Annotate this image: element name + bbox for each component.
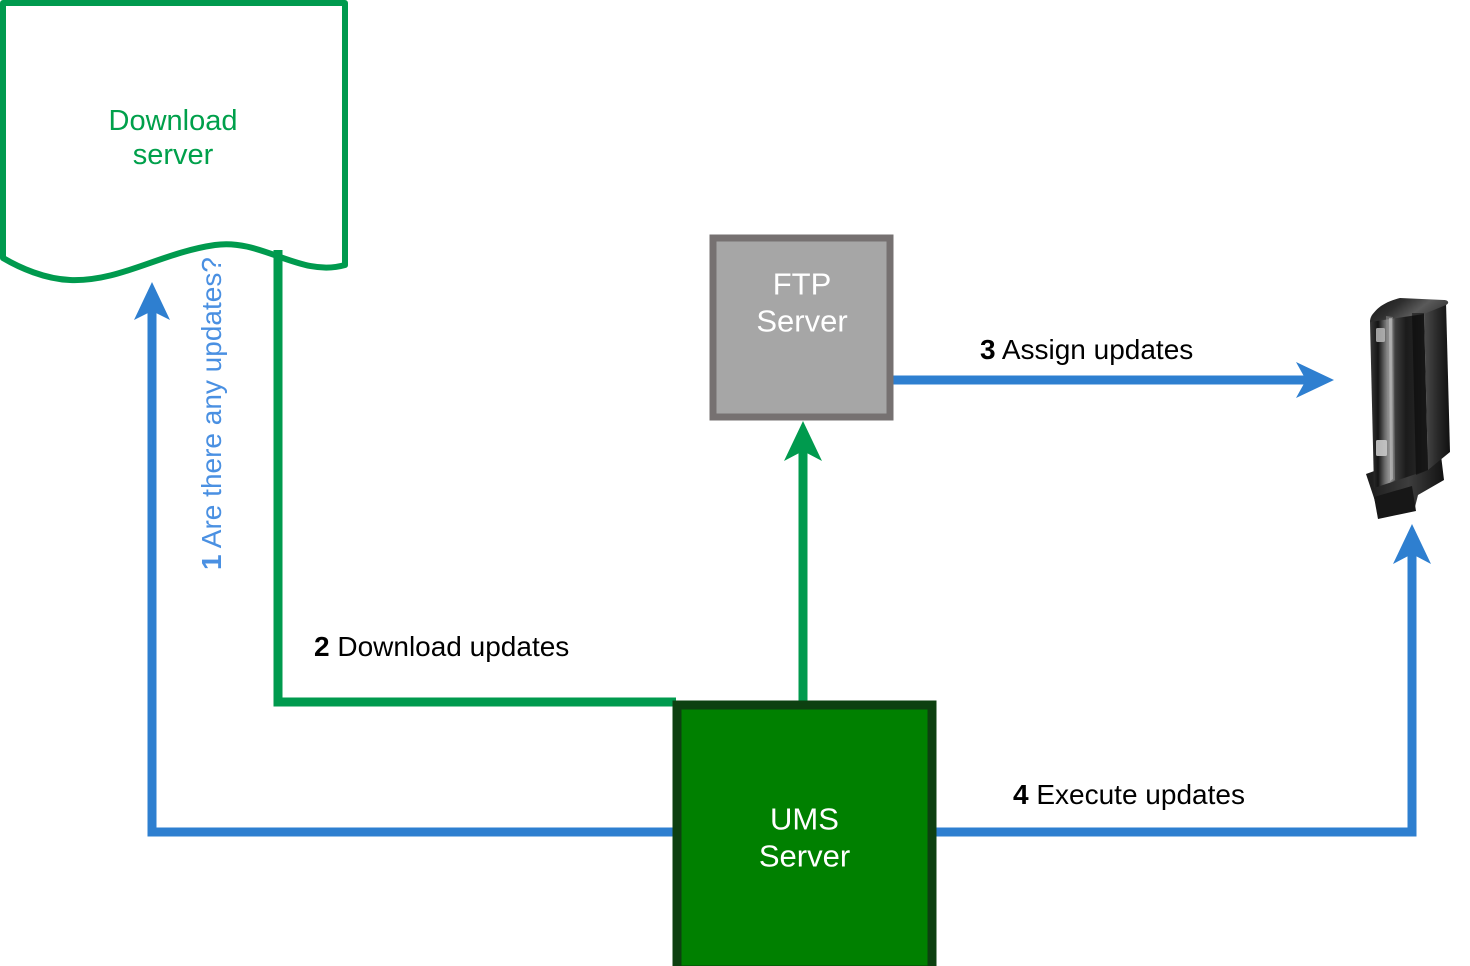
download-server-shape[interactable] [0,0,348,284]
device-highlight [1386,316,1395,483]
edge-step-1-arrowhead [134,282,170,320]
edge-step-3-arrowhead [1296,362,1334,398]
device-top-badge [1376,328,1385,342]
edge-ums-to-ftp-arrowhead [784,421,822,461]
device-highlight-inner [1389,318,1393,481]
device-bottom-badge [1376,440,1387,456]
edge-step-1-line[interactable] [147,300,673,837]
device-body-shadow [1412,313,1428,475]
edge-step-4-arrowhead [1393,524,1431,564]
ums-server-box[interactable] [672,700,937,966]
device-top-bevel [1370,298,1449,322]
device-base-foot [1374,486,1416,519]
edge-step-2-line[interactable] [273,250,676,707]
thin-client-device-icon[interactable] [1352,292,1458,520]
ftp-server-box[interactable] [709,234,894,421]
device-side-panel [1424,302,1450,470]
edge-step-4-line[interactable] [936,550,1417,837]
